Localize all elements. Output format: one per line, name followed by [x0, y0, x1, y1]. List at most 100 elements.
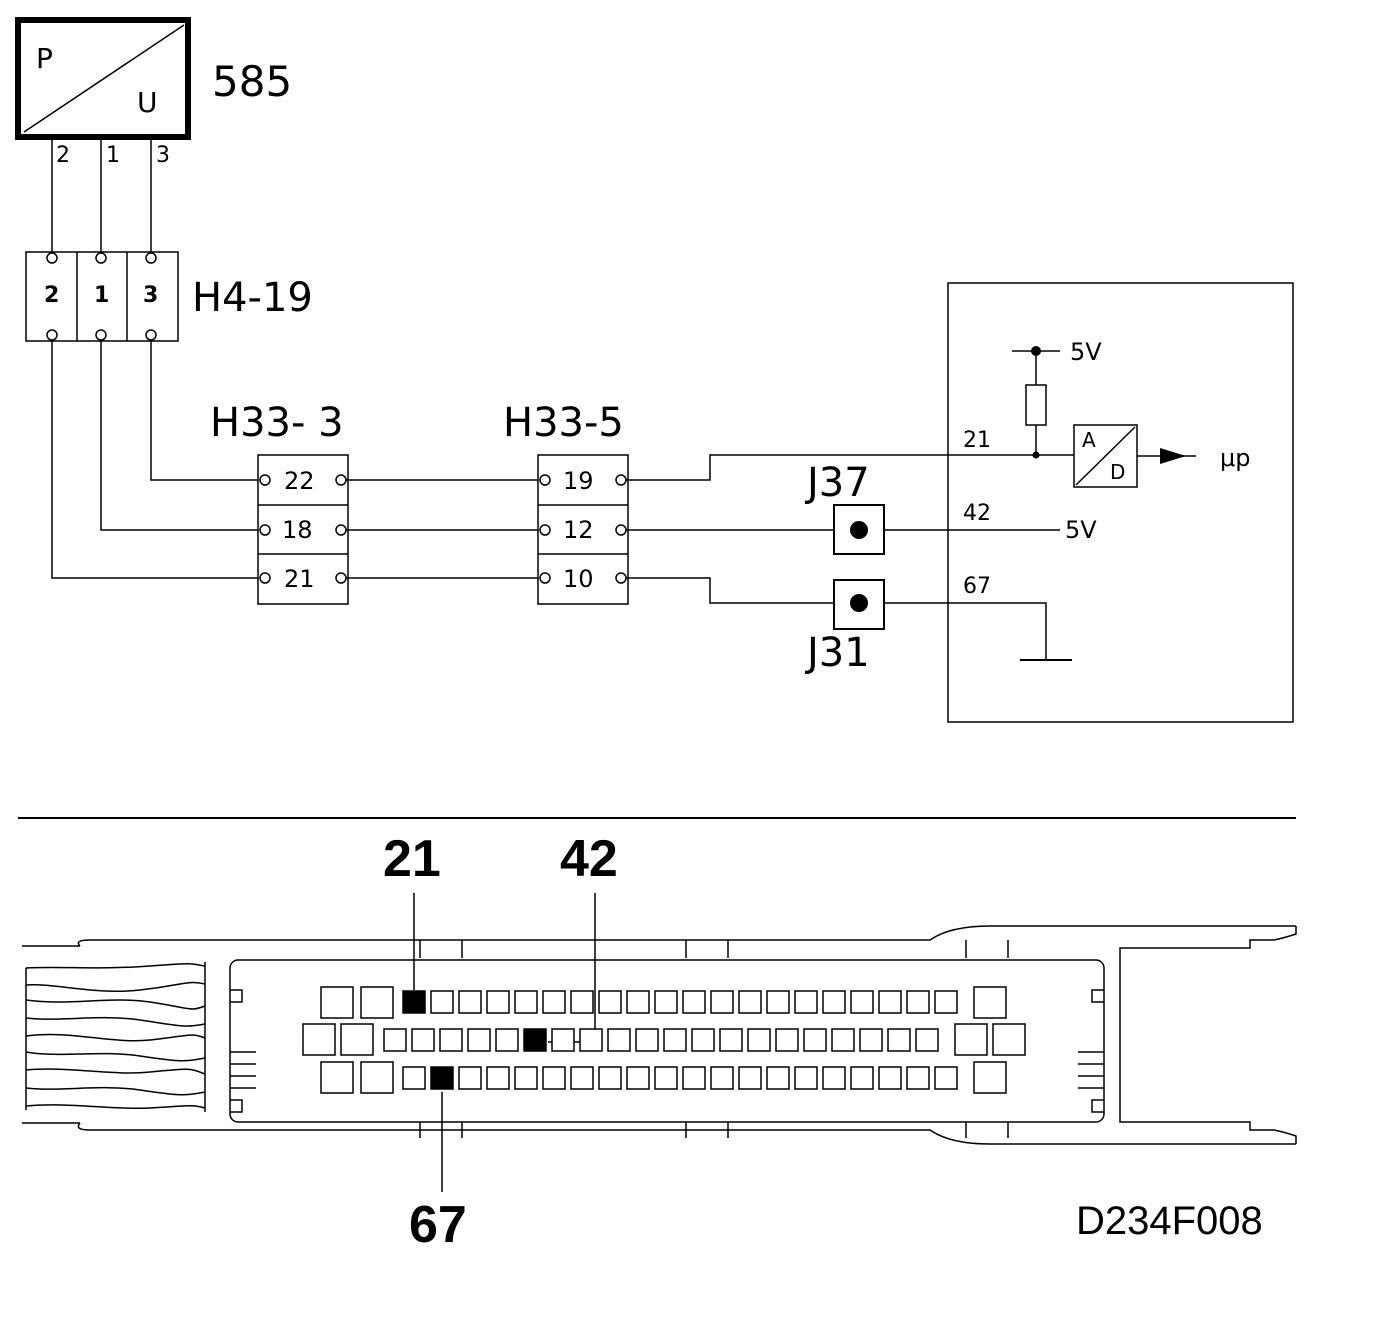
pin-cavity: [934, 990, 958, 1014]
pin-cavity: [859, 1028, 883, 1052]
large-cavity: [302, 1023, 336, 1056]
sensor-id: 585: [212, 57, 292, 106]
pin-cavity: [934, 1066, 958, 1090]
pin-cavity: [551, 1028, 575, 1052]
callout-21: 21: [383, 830, 441, 888]
sensor-pin-2: 2: [56, 143, 70, 168]
pin-cavity: [710, 1066, 734, 1090]
pin-cavity: [579, 1028, 603, 1052]
h33-3-name: H33- 3: [210, 400, 344, 446]
adc-d-label: D: [1110, 460, 1125, 484]
h4-pin-3: 3: [143, 283, 158, 308]
cable-bundle: [22, 945, 206, 1124]
connector-h33-3: H33- 3 22 18 21: [210, 400, 349, 605]
pin-cavity: [570, 990, 594, 1014]
pin-cavity: [710, 990, 734, 1014]
pin-cavity: [626, 990, 650, 1014]
large-cavity: [973, 1061, 1007, 1094]
junction-j37: J37: [804, 460, 885, 555]
pin-cavity: [542, 1066, 566, 1090]
pin-cavity: [850, 1066, 874, 1090]
pin-cavity: [570, 1066, 594, 1090]
junction-j31: J31: [804, 579, 885, 676]
ecu-supply-5v-top: 5V: [1070, 338, 1102, 366]
pin-cavity: [906, 1066, 930, 1090]
pin-cavity: [822, 990, 846, 1014]
pin-cavity: [495, 1028, 519, 1052]
pin-cavity: [775, 1028, 799, 1052]
pin-cavity: [794, 990, 818, 1014]
pin-67-cavity: [430, 1066, 454, 1090]
pin-cavity: [887, 1028, 911, 1052]
large-cavity: [320, 986, 354, 1019]
ecu-box: 5V A D μp 21 42 67 5V: [947, 282, 1294, 723]
pin-cavity: [682, 1066, 706, 1090]
j37-label: J37: [804, 460, 870, 506]
pin-cavity: [514, 990, 538, 1014]
pin-cavity: [822, 1066, 846, 1090]
pin-cavity: [458, 1066, 482, 1090]
pin-cavity: [654, 1066, 678, 1090]
pin-cavity: [803, 1028, 827, 1052]
pin-cavity: [719, 1028, 743, 1052]
pin-cavity: [691, 1028, 715, 1052]
pin-cavity: [878, 1066, 902, 1090]
pin-cavity: [878, 990, 902, 1014]
pin-cavity: [906, 990, 930, 1014]
pin-cavity: [766, 990, 790, 1014]
pin-cavity: [794, 1066, 818, 1090]
ecu-supply-5v-out: 5V: [1065, 516, 1097, 544]
h33-link-wires: [346, 479, 538, 579]
pin-cavity: [411, 1028, 435, 1052]
pin-cavity: [738, 1066, 762, 1090]
large-cavity: [320, 1061, 354, 1094]
h33-5-pin-19: 19: [563, 467, 594, 495]
large-cavity: [954, 1023, 988, 1056]
pin-cavity: [682, 990, 706, 1014]
h33-3-pin-22: 22: [284, 467, 315, 495]
large-cavity: [992, 1023, 1026, 1056]
pin-cavity: [654, 990, 678, 1014]
large-cavity: [340, 1023, 374, 1056]
pin-cavity: [514, 1066, 538, 1090]
pin-cavity: [402, 1066, 426, 1090]
pin-cavity: [598, 990, 622, 1014]
pressure-sensor-585: P U 585 2 1 3: [15, 17, 292, 168]
connector-h33-5: H33-5 19 12 10: [503, 400, 629, 605]
pin-cavity: [542, 990, 566, 1014]
ecu-pin-42: 42: [963, 501, 991, 526]
callout-67: 67: [409, 1196, 467, 1254]
ecu-pin-21: 21: [963, 428, 991, 453]
pin-21-cavity: [402, 990, 426, 1014]
pin-cavity: [850, 990, 874, 1014]
pin-cavity: [831, 1028, 855, 1052]
large-cavity: [973, 986, 1007, 1019]
micro-label: μp: [1220, 444, 1251, 472]
pin-42-cavity: [523, 1028, 547, 1052]
sensor-p-label: P: [36, 42, 53, 75]
sensor-pin-3: 3: [156, 143, 170, 168]
pin-cavity: [430, 990, 454, 1014]
ecu-plug-cavities: [302, 986, 1026, 1094]
pin-cavity: [915, 1028, 939, 1052]
pin-cavity: [598, 1066, 622, 1090]
j31-label: J31: [804, 630, 870, 676]
h33-5-pin-10: 10: [563, 565, 594, 593]
pin-cavity: [439, 1028, 463, 1052]
h4-name: H4-19: [192, 275, 313, 321]
pin-cavity: [486, 1066, 510, 1090]
h33-5-pin-12: 12: [563, 516, 594, 544]
figure-code: D234F008: [1076, 1199, 1263, 1243]
h4-pin-1: 1: [94, 283, 109, 308]
h33-5-name: H33-5: [503, 400, 624, 446]
h33-3-pin-18: 18: [282, 516, 313, 544]
large-cavity: [360, 986, 394, 1019]
callout-42: 42: [560, 830, 618, 888]
sensor-u-label: U: [137, 86, 158, 119]
ecu-plug-shell: [77, 925, 1297, 1145]
pin-cavity: [383, 1028, 407, 1052]
pin-cavity: [766, 1066, 790, 1090]
large-cavity: [360, 1061, 394, 1094]
ecu-pin-67: 67: [963, 574, 991, 599]
h33-3-pin-21: 21: [284, 565, 315, 593]
